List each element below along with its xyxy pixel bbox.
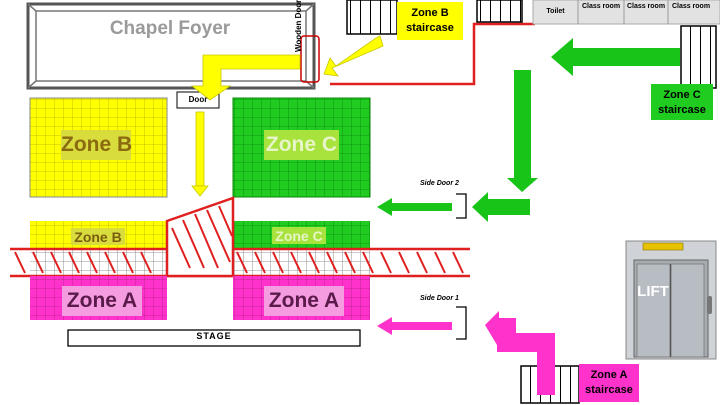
zone-c-block-label: Zone C <box>265 133 338 156</box>
red-wall <box>330 22 535 86</box>
zone-b-row-label-bg <box>71 228 125 245</box>
room-classroom-2: Class room <box>626 3 666 10</box>
side-door-1-label: Side Door 1 <box>420 295 459 302</box>
zone-c-staircase-label: Zone C staircase <box>658 89 706 116</box>
staircase-icon <box>346 0 523 35</box>
yellow-route-arrows <box>190 35 384 197</box>
zone-a-left-label-bg <box>62 286 142 316</box>
side-door-1 <box>456 306 467 340</box>
zone-a-staircase-label: Zone A staircase <box>585 369 633 396</box>
room-classroom-1: Class room <box>581 3 621 10</box>
staircase-icon <box>680 25 717 89</box>
zone-a-right-label-bg <box>264 286 344 316</box>
zone-a-left-label: Zone A <box>66 289 138 312</box>
zone-a-right-label: Zone A <box>268 289 340 312</box>
rooms-strip <box>532 0 720 25</box>
room-classroom-3: Class room <box>671 3 711 10</box>
white-row-left <box>30 249 167 276</box>
lift-icon <box>625 240 717 360</box>
zone-b-label-bg <box>61 130 131 160</box>
zone-b-row-label: Zone B <box>74 229 122 245</box>
magenta-route-arrows <box>377 311 555 395</box>
side-door-2 <box>456 193 467 219</box>
wooden-door-marker <box>300 35 320 83</box>
chapel-foyer <box>26 2 316 90</box>
zone-b-block-label: Zone B <box>61 133 133 156</box>
zone-c-row-label-bg <box>272 227 326 244</box>
green-route-arrows <box>377 38 680 222</box>
lift-label: LIFT <box>637 283 669 300</box>
zone-a-staircase-label-bg <box>579 364 639 402</box>
zone-c-label-bg <box>264 130 339 160</box>
room-toilet: Toilet <box>546 8 565 15</box>
stage-label: STAGE <box>196 331 232 341</box>
side-door-2-label: Side Door 2 <box>420 180 459 187</box>
door-label: Door <box>188 95 208 104</box>
zone-c-staircase-label-bg <box>651 84 713 120</box>
zone-b-staircase-label: Zone B staircase <box>406 7 454 34</box>
zone-c-row-label: Zone C <box>275 228 323 244</box>
zone-b-staircase-label-bg <box>397 2 463 40</box>
foyer-title: Chapel Foyer <box>109 18 231 39</box>
wooden-door-label: Wooden Door <box>294 0 303 52</box>
stage-box <box>67 329 361 347</box>
